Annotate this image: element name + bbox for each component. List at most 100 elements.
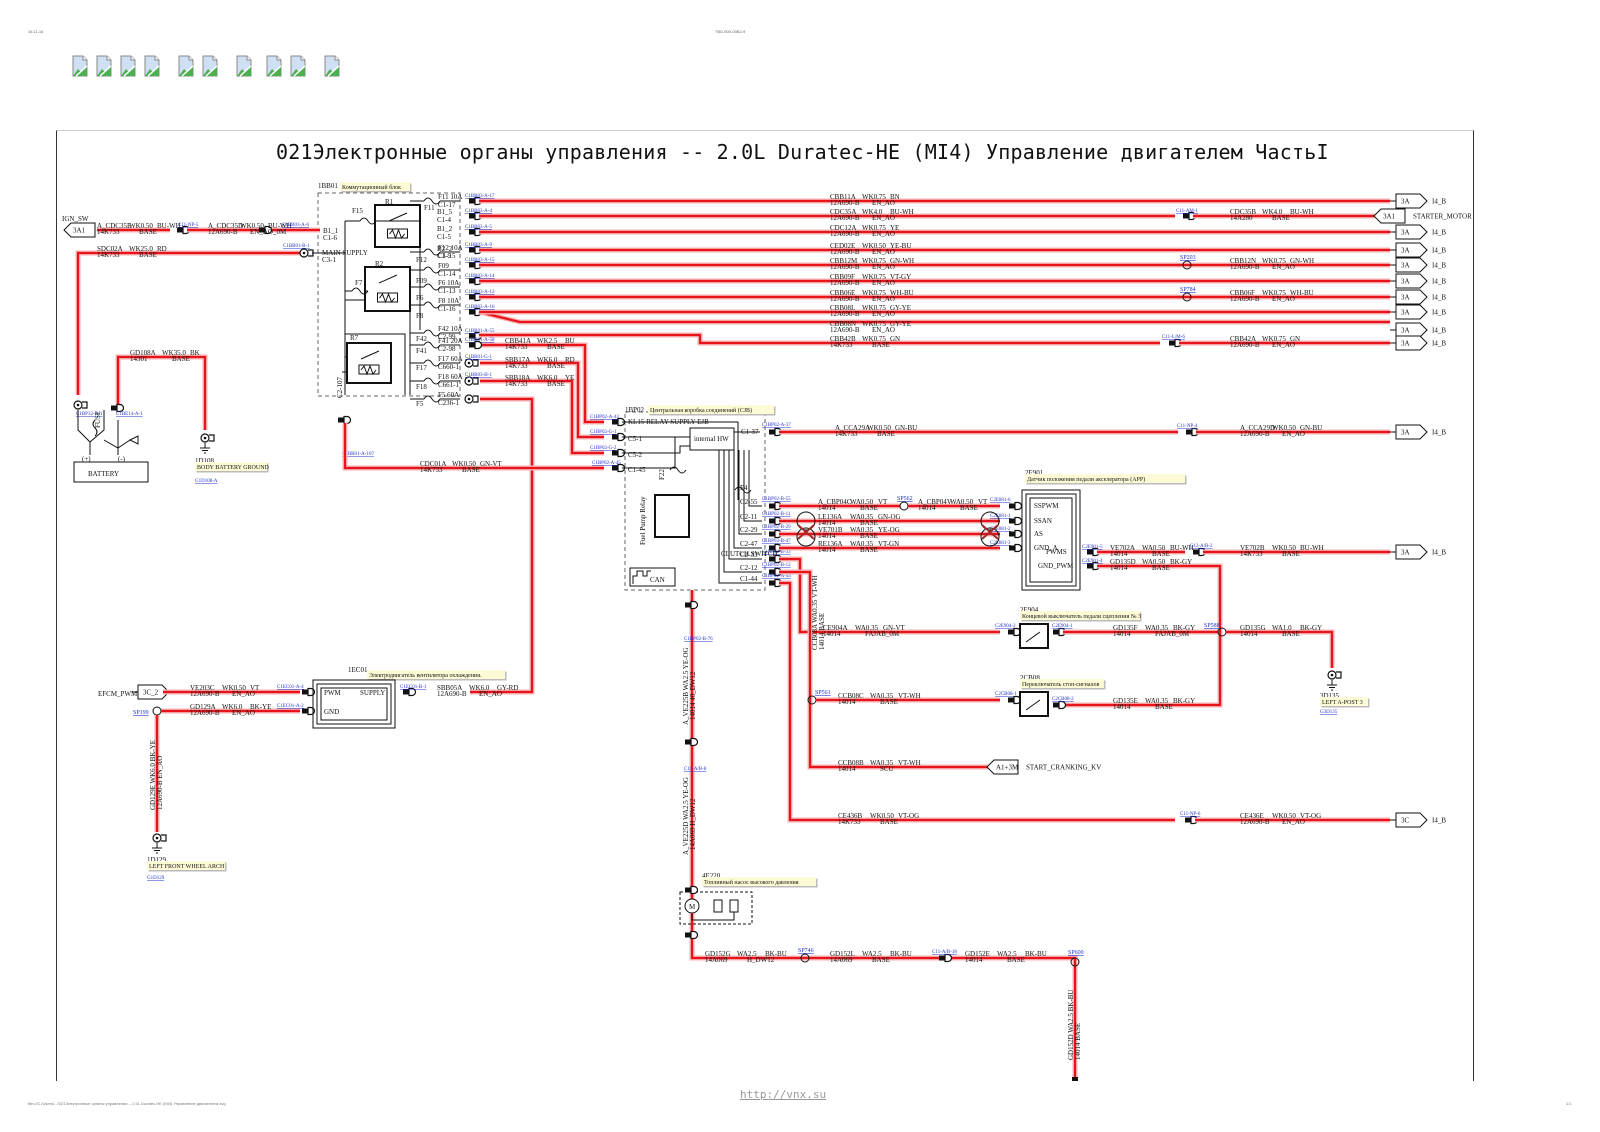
splice-link[interactable]: SP199 bbox=[133, 710, 149, 716]
connector-link[interactable]: C2E904-1 bbox=[1052, 624, 1073, 629]
connector-link[interactable]: C1BB03-A-13 bbox=[465, 290, 495, 295]
connector-link[interactable]: C2E881-3 bbox=[990, 541, 1011, 546]
connector-link[interactable]: C1BB03-A-15 bbox=[465, 258, 495, 263]
connector-link[interactable]: C1BB01-A-107 bbox=[342, 452, 374, 457]
connector-link[interactable]: C1BP02-B-29 bbox=[762, 525, 791, 530]
wire-gd135e-code: GD135E bbox=[1113, 697, 1138, 705]
fuse-label: F8 10A bbox=[438, 297, 459, 305]
connector-link[interactable]: C12-A/B-2 bbox=[1190, 544, 1213, 549]
connector-link[interactable]: C1BP02-B-11 bbox=[762, 512, 791, 517]
connector-link[interactable]: C1EC01-A-2 bbox=[277, 704, 304, 709]
connector-link[interactable]: C1BB03-A-4 bbox=[465, 209, 492, 214]
connector-link[interactable]: C1BB03-H-1 bbox=[465, 373, 492, 378]
splice-sp746 bbox=[800, 953, 810, 963]
connector-link[interactable]: C1BB03-A-9 bbox=[465, 243, 492, 248]
connector-link[interactable]: C1BE14-A-1 bbox=[116, 412, 143, 417]
connector-link[interactable]: C1BB03-A-14 bbox=[465, 274, 495, 279]
connector-link[interactable]: C2CB08-2 bbox=[1052, 697, 1074, 702]
connector-c1bb01-a-55 bbox=[469, 333, 475, 339]
connector-link[interactable]: G3D135 bbox=[1320, 710, 1338, 715]
connector-link[interactable]: C1BB03-A-16 bbox=[465, 305, 495, 310]
splice-link[interactable]: SP588 bbox=[1204, 623, 1220, 629]
splice-link[interactable]: SP561 bbox=[815, 690, 831, 696]
pin-label: C2-33 bbox=[740, 551, 758, 559]
fuse-label: F18 60A bbox=[438, 373, 463, 381]
connector-link[interactable]: C1BP02-B-12 bbox=[762, 563, 791, 568]
connector-link[interactable]: C1BP02-A-45 bbox=[592, 461, 621, 466]
clutch-switch-label: CLUTCH SWITCH bbox=[721, 550, 778, 558]
connector-link[interactable]: C1BB03-A-6 bbox=[282, 223, 309, 228]
connector-link[interactable]: C11-A/B-18 bbox=[932, 950, 957, 955]
battery-plus-terminal bbox=[82, 401, 88, 409]
connector-link[interactable]: C1BP32-A-1 bbox=[76, 412, 103, 417]
e220-note-bg bbox=[702, 877, 816, 886]
wire-gd135f-code: GD135F bbox=[1113, 624, 1138, 632]
wire-cbb12m-group: EN_AO bbox=[872, 263, 895, 271]
splice-link[interactable]: SP600 bbox=[1068, 950, 1084, 956]
connector-link[interactable]: C1BP02-G-2 bbox=[590, 446, 617, 451]
offpage-cbb08l bbox=[1395, 304, 1428, 320]
connector-link[interactable]: C11-AM-1 bbox=[1176, 209, 1199, 214]
connector-cjb-out-0 bbox=[769, 503, 775, 509]
footer-link[interactable]: http://vnx.su bbox=[740, 1088, 827, 1101]
connector-c1bb01-a-107 bbox=[338, 417, 344, 423]
ring-c1bb01-g-1 bbox=[473, 359, 479, 367]
connector-link[interactable]: C2E881-2 bbox=[990, 527, 1011, 532]
connector-link[interactable]: C2E881-6 bbox=[990, 498, 1011, 503]
wire-a-cca29d-color: GN-BU bbox=[1300, 424, 1322, 432]
connector-link[interactable]: C1BP02-A-44 bbox=[762, 574, 791, 579]
ign-sw-label: IGN_SW bbox=[62, 215, 89, 223]
connector-link[interactable]: C1BB01-A-58 bbox=[465, 338, 495, 343]
pin-label: C2-47 bbox=[740, 540, 758, 548]
e220-note: Топливный насос высокого давления bbox=[704, 879, 799, 886]
wire-cbb08l-color: GY-YE bbox=[890, 304, 911, 312]
connector-link[interactable]: C1EC01-B-1 bbox=[400, 685, 427, 690]
wire-cbb06f-spec: WK0.75 bbox=[1262, 289, 1286, 297]
pin-label: C2-29 bbox=[740, 526, 758, 534]
wire-cbb08n-group: EN_AO bbox=[872, 326, 895, 334]
splice-sp199 bbox=[152, 706, 162, 716]
splice-link[interactable]: SP203 bbox=[1180, 255, 1196, 261]
offpage-cbb06e bbox=[1395, 289, 1428, 305]
connector-cjb-out-6 bbox=[769, 580, 775, 586]
connector-link[interactable]: C1BP02-G-1 bbox=[590, 430, 617, 435]
cb08-id: 2CB08 bbox=[1020, 674, 1040, 682]
connector-link[interactable]: C1BB01-B-1 bbox=[283, 244, 310, 249]
wire-sbb05a-spec: WK6.0 bbox=[469, 684, 490, 692]
connector-link[interactable]: G1D129 bbox=[147, 876, 165, 881]
splice-link[interactable]: SP784 bbox=[1180, 287, 1196, 293]
connector-link[interactable]: C1BB03-A-17 bbox=[465, 194, 495, 199]
broken-image-icon bbox=[96, 55, 112, 77]
connector-link[interactable]: C1BB03-A-5 bbox=[465, 225, 492, 230]
wire-gd152d-label: GD152D WA2.5 BK-BU bbox=[1067, 990, 1075, 1060]
connector-link[interactable]: C1BP02-A-37 bbox=[762, 423, 791, 428]
wire-cdc35b-code: CDC35B bbox=[1230, 208, 1256, 216]
connector-link[interactable]: C1BP02-B-76 bbox=[684, 637, 713, 642]
connector-link[interactable]: C1EC01-A-4 bbox=[277, 685, 304, 690]
connector-link[interactable]: C2E881-1 bbox=[990, 514, 1011, 519]
connector-link[interactable]: C2E901-4 bbox=[1082, 559, 1103, 564]
offpage-cbb08n-tag: 3A bbox=[1401, 327, 1410, 335]
connector-link[interactable]: C11-L/M-6 bbox=[1162, 335, 1185, 340]
connector-link[interactable]: G1D108-A bbox=[195, 479, 218, 484]
connector-link[interactable]: C11-NP-6 bbox=[1180, 812, 1201, 817]
connector-link[interactable]: C1BP02-B-33 bbox=[762, 550, 791, 555]
connector-link[interactable]: C2E904-2 bbox=[995, 624, 1016, 629]
wire-a-cbp04v-harness: 14014 bbox=[918, 504, 936, 512]
connector-link[interactable]: C1BP02-B-55 bbox=[762, 497, 791, 502]
connector-link[interactable]: C11-NP-5 bbox=[178, 223, 199, 228]
connector-link[interactable]: C11-NP-4 bbox=[1177, 424, 1198, 429]
splice-link[interactable]: SP746 bbox=[798, 948, 814, 954]
connector-link[interactable]: C1BB01-A-55 bbox=[465, 329, 495, 334]
connector-link[interactable]: C2CB08-1 bbox=[995, 692, 1017, 697]
relay-r1-switch bbox=[388, 212, 408, 222]
connector-link[interactable]: C11-A/B-8 bbox=[684, 767, 707, 772]
connector-link[interactable]: C2E901-5 bbox=[1082, 545, 1103, 550]
wire-cbb41a bbox=[479, 343, 604, 424]
wire-ce904a-group: FAJAB_0M bbox=[865, 630, 900, 638]
splice-link[interactable]: SP562 bbox=[897, 496, 913, 502]
connector-link[interactable]: C1BB01-G-1 bbox=[465, 355, 492, 360]
connector-link[interactable]: C1BP02-A-43 bbox=[590, 415, 619, 420]
connector-link[interactable]: C1BP02-B-47 bbox=[762, 539, 791, 544]
wire-cbb08n-spec: WK0.75 bbox=[862, 320, 886, 328]
